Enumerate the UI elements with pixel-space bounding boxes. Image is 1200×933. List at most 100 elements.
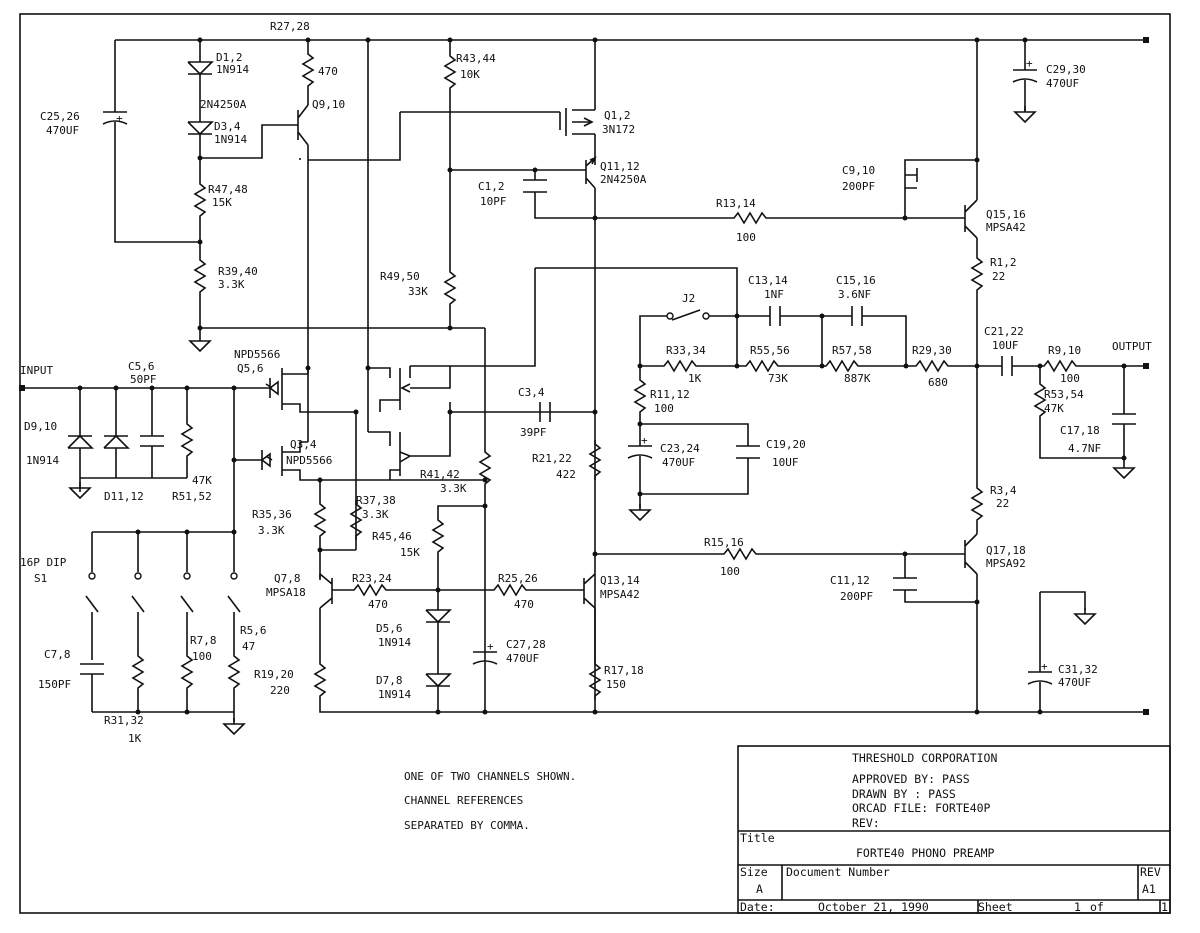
r19-label: R19,20 [254,668,294,681]
tb-approved: APPROVED BY: PASS [852,772,970,786]
s1-label: S1 [34,572,47,585]
c3-value: 39PF [520,426,547,439]
r47-value: 15K [212,196,232,209]
d11-label: D11,12 [104,490,144,503]
r31-label: R31,32 [104,714,144,727]
r41-label: R41,42 [420,468,460,481]
tb-size: A [756,882,763,896]
d9-value: 1N914 [26,454,59,467]
c9-value: 200PF [842,180,875,193]
c29-label: C29,30 [1046,63,1086,76]
r27-label: R27,28 [270,20,310,33]
r23-value: 470 [368,598,388,611]
r55-value: 73K [768,372,788,385]
c11-value: 200PF [840,590,873,603]
r17-value: 150 [606,678,626,691]
c27-value: 470UF [506,652,539,665]
note-line-2: CHANNEL REFERENCES [404,794,523,807]
tb-sheet-num: 1 [1074,900,1081,914]
input-label: INPUT [20,364,53,377]
q5-label: Q5,6 [237,362,264,375]
r35-value: 3.3K [258,524,285,537]
q13-label: Q13,14 [600,574,640,587]
c3-label: C3,4 [518,386,545,399]
r31-value: 1K [128,732,142,745]
tb-rev-label: REV [1140,865,1161,879]
tb-date: October 21, 1990 [818,900,929,914]
q17-label: Q17,18 [986,544,1026,557]
c7-label: C7,8 [44,648,71,661]
r13-label: R13,14 [716,197,756,210]
c15-value: 3.6NF [838,288,871,301]
c21-label: C21,22 [984,325,1024,338]
svg-text:+: + [1026,57,1033,70]
sheet-border [19,13,1171,914]
r53-value: 47K [1044,402,1064,415]
r57-label: R57,58 [832,344,872,357]
r9-label: R9,10 [1048,344,1081,357]
c23-value: 470UF [662,456,695,469]
d3-value: 1N914 [214,133,247,146]
r45-value: 15K [400,546,420,559]
q11-value: 2N4250A [600,173,647,186]
q7-label: Q7,8 [274,572,301,585]
r35-label: R35,36 [252,508,292,521]
capacitor-c25 [102,40,200,243]
tb-drawn: DRAWN BY : PASS [852,787,956,801]
r29-value: 680 [928,376,948,389]
r9-value: 100 [1060,372,1080,385]
r41-value: 3.3K [440,482,467,495]
c11-label: C11,12 [830,574,870,587]
q9-type: 2N4250A [200,98,247,111]
c5-label: C5,6 [128,360,155,373]
r3-label: R3,4 [990,484,1017,497]
r11-label: R11,12 [650,388,690,401]
c23-label: C23,24 [660,442,700,455]
q17-value: MPSA92 [986,557,1026,570]
tb-title-label: Title [740,831,775,845]
r17-label: R17,18 [604,664,644,677]
c1-label: C1,2 [478,180,505,193]
r5-label: R5,6 [240,624,267,637]
note-line-1: ONE OF TWO CHANNELS SHOWN. [404,770,576,783]
tb-docnum-label: Document Number [786,865,890,879]
r45-label: R45,46 [372,530,412,543]
q1-label: Q1,2 [604,109,631,122]
c1-value: 10PF [480,195,507,208]
r5-value: 47 [242,640,255,653]
tb-rev: A1 [1142,882,1156,896]
r47-label: R47,48 [208,183,248,196]
d7-label: D7,8 [376,674,403,687]
tb-date-label: Date: [740,900,775,914]
r55-label: R55,56 [750,344,790,357]
r43-label: R43,44 [456,52,496,65]
tb-orcad: ORCAD FILE: FORTE40P [852,801,991,815]
r23-label: R23,24 [352,572,392,585]
r11-value: 100 [654,402,674,415]
q3-label: Q3,4 [290,438,317,451]
c9-label: C9,10 [842,164,875,177]
q7-value: MPSA18 [266,586,306,599]
d1-label: D1,2 [216,51,243,64]
q15-value: MPSA42 [986,221,1026,234]
tb-rev-line: REV: [852,816,880,830]
r49-value: 33K [408,285,428,298]
r7-value: 100 [192,650,212,663]
r37-label: R37,38 [356,494,396,507]
r33-label: R33,34 [666,344,706,357]
r25-label: R25,26 [498,572,538,585]
q13-value: MPSA42 [600,588,640,601]
c19-value: 10UF [772,456,799,469]
svg-text:+: + [1041,660,1048,673]
tb-company: THRESHOLD CORPORATION [852,751,997,765]
r1-label: R1,2 [990,256,1017,269]
r33-value: 1K [688,372,702,385]
r53-label: R53,54 [1044,388,1084,401]
tb-size-label: Size [740,865,768,879]
c19-label: C19,20 [766,438,806,451]
c31-label: C31,32 [1058,663,1098,676]
c21-value: 10UF [992,339,1019,352]
q3-value: NPD5566 [286,454,332,467]
svg-text:+: + [116,112,123,125]
